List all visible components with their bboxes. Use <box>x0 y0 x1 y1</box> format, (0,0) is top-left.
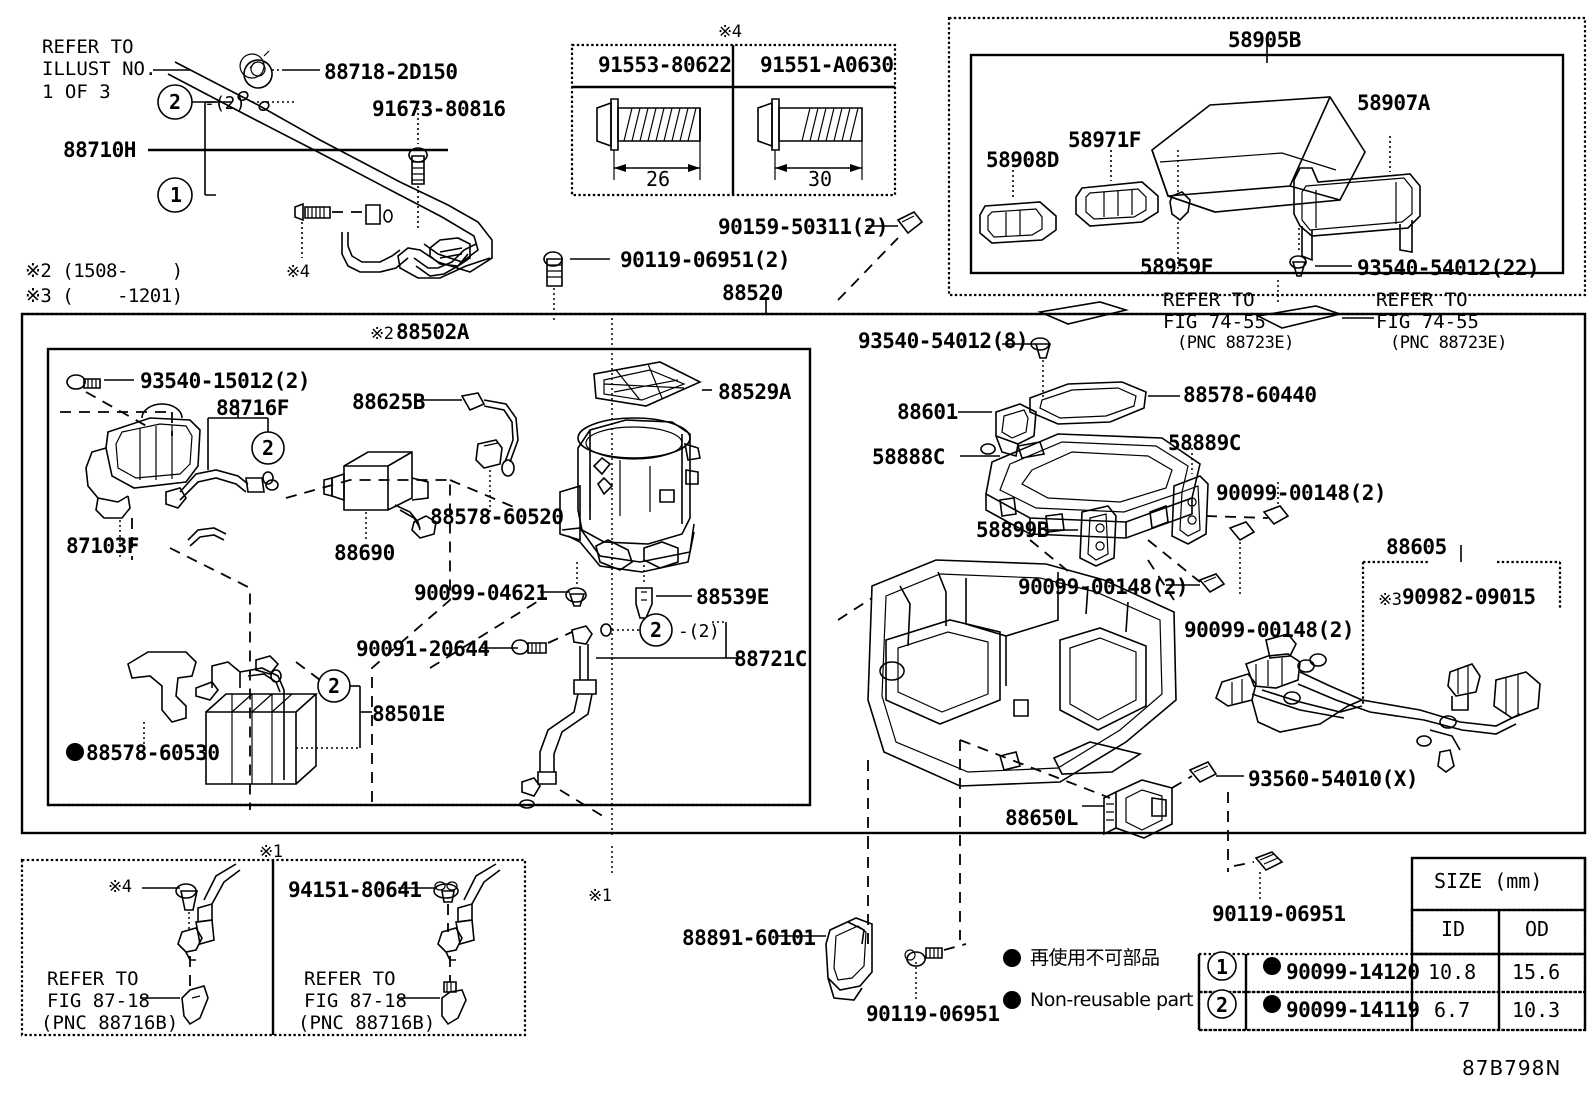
note-2-date-range: ※2 (1508- ) <box>25 260 183 282</box>
part-88601: 88601 <box>897 400 958 424</box>
part-58908D: 58908D <box>986 148 1059 172</box>
circle-ref-2: 2 <box>169 90 181 114</box>
part-90099-04621: 90099-04621 <box>414 581 548 605</box>
legend-english: Non-reusable part <box>1030 989 1193 1011</box>
part-88520: 88520 <box>722 281 783 305</box>
bolt-table-col-2: 91551-A0630 <box>760 53 894 77</box>
part-90982-09015: 90982-09015 <box>1402 585 1536 609</box>
part-88625B: 88625B <box>352 390 425 414</box>
part-90159-50311: 90159-50311(2) <box>718 215 889 239</box>
size-row-2-id: 6.7 <box>1434 998 1471 1022</box>
mark-4-upper-left: ※4 <box>286 262 310 282</box>
circle-ref-2-88501E: 2 <box>328 674 340 698</box>
part-90099-00148-b: 90099-00148(2) <box>1018 575 1189 599</box>
part-90099-00148-a: 90099-00148(2) <box>1216 481 1387 505</box>
part-88716F: 88716F <box>216 396 289 420</box>
part-93540-15012: 93540-15012(2) <box>140 369 311 393</box>
bolt-length-1: 26 <box>646 167 671 191</box>
circle-ref-1: 1 <box>170 183 182 207</box>
part-88529A: 88529A <box>718 380 791 404</box>
refer-fig-74-55-right: REFER TO FIG 74-55 <box>1376 289 1479 334</box>
part-90099-00148-c: 90099-00148(2) <box>1184 618 1355 642</box>
part-88710H: 88710H <box>63 138 136 162</box>
part-58889C: 58889C <box>1168 431 1241 455</box>
part-58907A: 58907A <box>1357 91 1430 115</box>
circle-ref-2-88721C: 2 <box>650 618 662 642</box>
part-90091-20644: 90091-20644 <box>356 637 490 661</box>
part-88501E: 88501E <box>372 702 445 726</box>
diagram-code: 87B798N <box>1462 1056 1562 1080</box>
circle-ref-2-88716F: 2 <box>262 436 274 460</box>
part-88578-60520: 88578-60520 <box>430 505 564 529</box>
part-90119-06951-top: 90119-06951(2) <box>620 248 791 272</box>
refer-illust-note: REFER TO ILLUST NO. 1 OF 3 <box>42 36 157 103</box>
size-row-1-od: 15.6 <box>1512 960 1561 984</box>
bolt-table-col-1: 91553-80622 <box>598 53 732 77</box>
size-row-2-od: 10.3 <box>1512 998 1561 1022</box>
part-91673-80816: 91673-80816 <box>372 97 506 121</box>
part-88578-60530: 88578-60530 <box>86 741 220 765</box>
mark-2-88502A: ※2 <box>370 324 394 344</box>
part-88690: 88690 <box>334 541 395 565</box>
mark-4-bottom-box: ※4 <box>108 877 132 897</box>
size-table-col-od: OD <box>1525 917 1550 941</box>
part-88891-60101: 88891-60101 <box>682 926 816 950</box>
part-88650L: 88650L <box>1005 806 1078 830</box>
legend-japanese: 再使用不可部品 <box>1030 947 1160 969</box>
mark-1-center: ※1 <box>588 886 612 906</box>
bolt-length-2: 30 <box>808 167 833 191</box>
part-93560-54010: 93560-54010(X) <box>1248 767 1419 791</box>
size-row-1-id: 10.8 <box>1428 960 1477 984</box>
part-90119-06951-bottom: 90119-06951 <box>866 1002 1000 1026</box>
part-87103F: 87103F <box>66 534 139 558</box>
part-88605: 88605 <box>1386 535 1447 559</box>
refer-fig-74-55-left: REFER TO FIG 74-55 <box>1163 289 1266 334</box>
armrest-title-58905B: 58905B <box>1228 28 1301 52</box>
box-title-88502A: 88502A <box>396 320 469 344</box>
quantity-2-88721C: -(2) <box>678 621 720 642</box>
part-93540-54012-8: 93540-54012(8) <box>858 329 1029 353</box>
part-88539E: 88539E <box>696 585 769 609</box>
refer-pnc-88716B-right: (PNC 88716B) <box>298 1012 436 1034</box>
quantity-2-marker: -(2) <box>204 93 246 114</box>
part-88578-60440: 88578-60440 <box>1183 383 1317 407</box>
refer-fig-87-18-left: REFER TO FIG 87-18 <box>47 968 150 1013</box>
size-table-header: SIZE (mm) <box>1434 869 1543 893</box>
part-58888C: 58888C <box>872 445 945 469</box>
size-row-1-circle: 1 <box>1216 955 1228 979</box>
part-93540-54012-22: 93540-54012(22) <box>1357 256 1540 280</box>
part-58959F: 58959F <box>1140 255 1213 279</box>
refer-pnc-right: (PNC 88723E) <box>1390 333 1507 353</box>
part-90119-06951-right: 90119-06951 <box>1212 902 1346 926</box>
part-58971F: 58971F <box>1068 128 1141 152</box>
part-88718-2D150: 88718-2D150 <box>324 60 458 84</box>
size-row-1-part: 90099-14120 <box>1286 960 1420 984</box>
part-88721C: 88721C <box>734 647 807 671</box>
size-row-2-circle: 2 <box>1216 993 1228 1017</box>
refer-pnc-88716B-left: (PNC 88716B) <box>41 1012 179 1034</box>
size-table-col-id: ID <box>1441 917 1466 941</box>
part-94151-80641: 94151-80641 <box>288 878 422 902</box>
part-58899B: 58899B <box>976 518 1049 542</box>
mark-4-bolt-table: ※4 <box>718 22 742 42</box>
refer-fig-87-18-right: REFER TO FIG 87-18 <box>304 968 407 1013</box>
mark-1-bottom-boxes: ※1 <box>259 842 283 862</box>
refer-pnc-left: (PNC 88723E) <box>1177 333 1294 353</box>
size-row-2-part: 90099-14119 <box>1286 998 1420 1022</box>
mark-3-90982: ※3 <box>1378 590 1402 610</box>
note-3-date-range: ※3 ( -1201) <box>25 285 183 307</box>
